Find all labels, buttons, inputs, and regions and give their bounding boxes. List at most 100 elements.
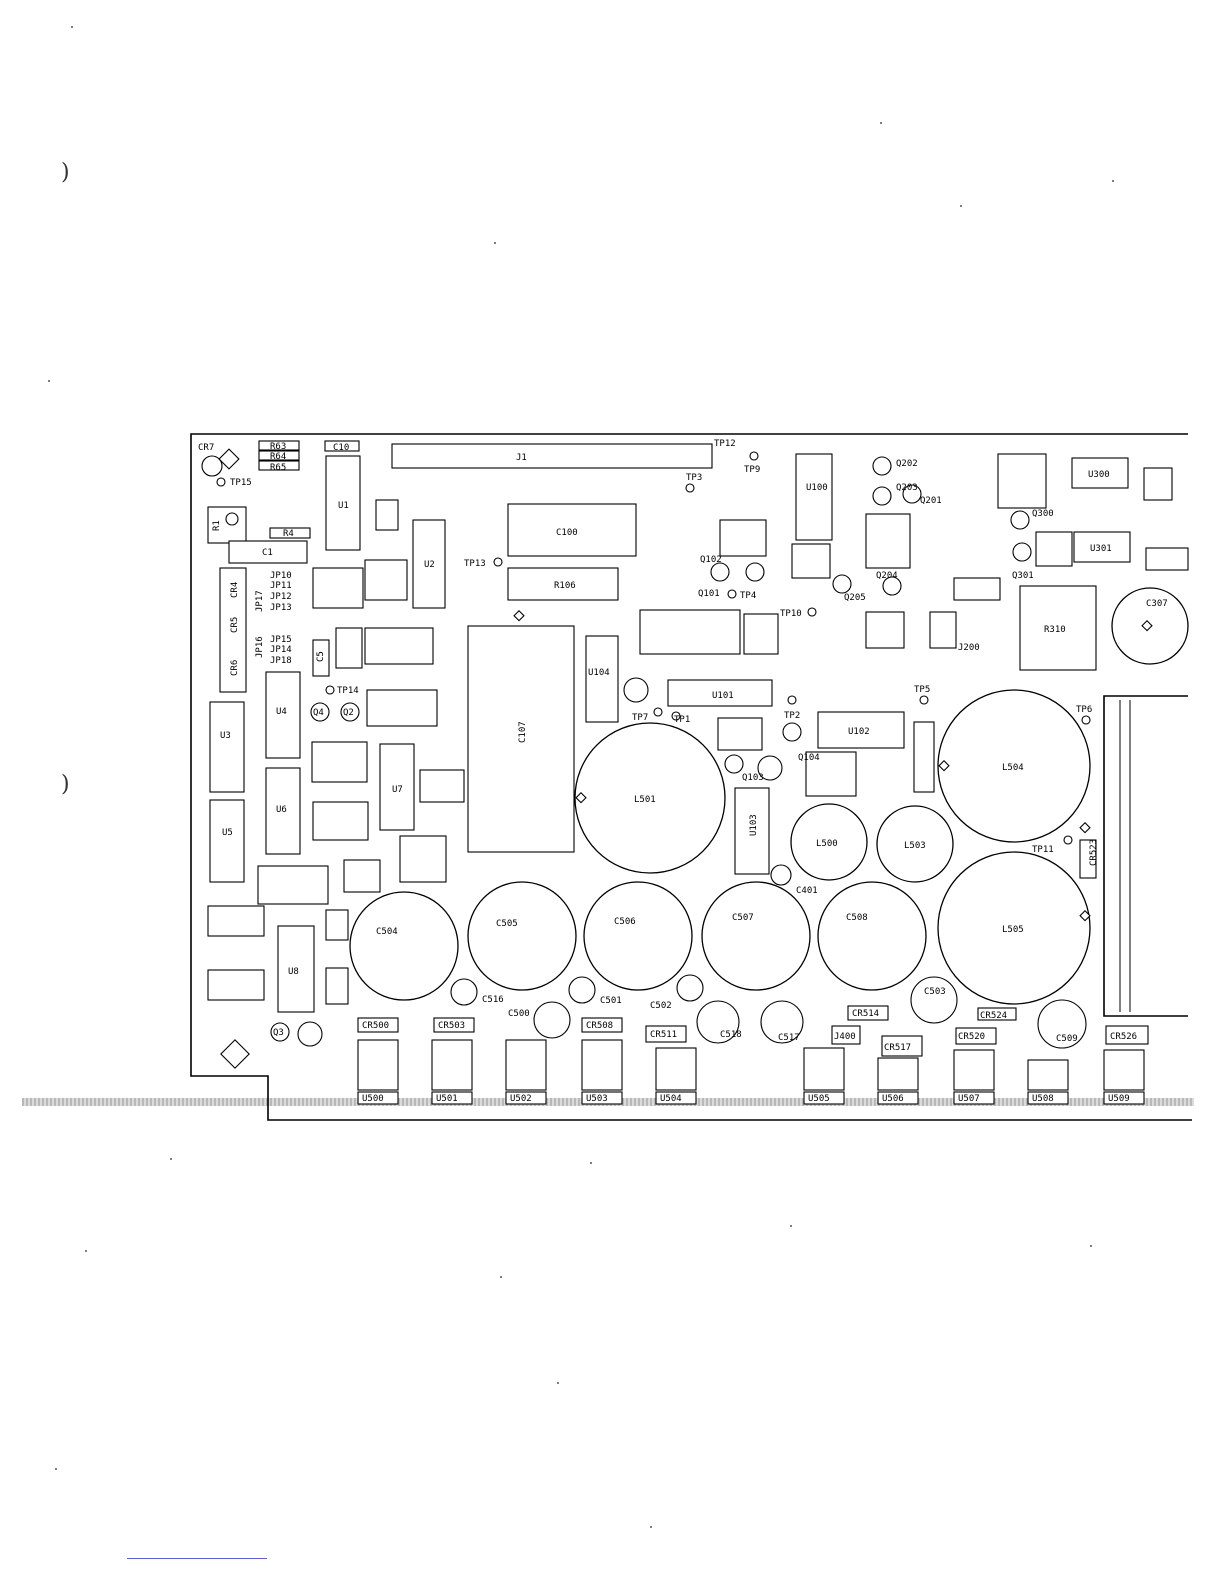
svg-text:U502: U502 xyxy=(510,1094,532,1104)
svg-text:JP17: JP17 xyxy=(255,590,265,612)
c507-capacitor xyxy=(701,881,811,991)
svg-text:C509: C509 xyxy=(1056,1034,1078,1044)
svg-text:JP16: JP16 xyxy=(255,636,265,658)
svg-text:R4: R4 xyxy=(283,529,294,539)
svg-text:Q204: Q204 xyxy=(876,571,898,581)
svg-text:CR511: CR511 xyxy=(650,1030,677,1040)
svg-text:CR526: CR526 xyxy=(1110,1032,1137,1042)
svg-text:R1: R1 xyxy=(212,520,222,531)
svg-text:TP12: TP12 xyxy=(714,439,736,449)
cr7-component xyxy=(201,455,223,477)
svg-text:L500: L500 xyxy=(816,839,838,849)
l505-inductor xyxy=(937,851,1091,1005)
u301-ic xyxy=(1073,531,1131,563)
cr-column xyxy=(219,567,247,693)
small-capacitors: C516 C501 C502 C518 C517 C503 C509 C500 xyxy=(450,974,1087,1049)
svg-text:U508: U508 xyxy=(1032,1094,1054,1104)
svg-text:TP13: TP13 xyxy=(464,559,486,569)
svg-text:CR4: CR4 xyxy=(230,582,240,598)
svg-text:TP7: TP7 xyxy=(632,713,648,723)
j1-connector xyxy=(391,443,713,469)
svg-text:Q201: Q201 xyxy=(920,496,942,506)
svg-text:U505: U505 xyxy=(808,1094,830,1104)
resistor-clusters xyxy=(207,453,1189,1005)
svg-text:C508: C508 xyxy=(846,913,868,923)
svg-text:Q104: Q104 xyxy=(798,753,820,763)
u101-ic xyxy=(667,679,773,707)
svg-text:U5: U5 xyxy=(222,828,233,838)
svg-text:U3: U3 xyxy=(220,731,231,741)
svg-text:C504: C504 xyxy=(376,927,398,937)
svg-text:TP14: TP14 xyxy=(337,686,359,696)
svg-text:U103: U103 xyxy=(749,814,759,836)
svg-text:C503: C503 xyxy=(924,987,946,997)
svg-text:JP18: JP18 xyxy=(270,656,292,666)
r1-pot xyxy=(207,506,247,544)
svg-text:TP4: TP4 xyxy=(740,591,756,601)
svg-text:C505: C505 xyxy=(496,919,518,929)
svg-text:TP3: TP3 xyxy=(686,473,702,483)
svg-text:C307: C307 xyxy=(1146,599,1168,609)
r106-resistor xyxy=(507,567,619,601)
svg-text:TP2: TP2 xyxy=(784,711,800,721)
svg-text:R63: R63 xyxy=(270,442,286,452)
svg-text:CR6: CR6 xyxy=(230,660,240,676)
u104-ic xyxy=(585,635,619,723)
svg-text:U503: U503 xyxy=(586,1094,608,1104)
svg-text:U506: U506 xyxy=(882,1094,904,1104)
svg-text:U504: U504 xyxy=(660,1094,682,1104)
svg-text:CR514: CR514 xyxy=(852,1009,879,1019)
svg-text:C506: C506 xyxy=(614,917,636,927)
l501-inductor xyxy=(574,722,726,874)
svg-text:Q300: Q300 xyxy=(1032,509,1054,519)
svg-text:CR520: CR520 xyxy=(958,1032,985,1042)
c107-capacitor xyxy=(467,625,575,853)
svg-text:U501: U501 xyxy=(436,1094,458,1104)
svg-text:CR517: CR517 xyxy=(884,1043,911,1053)
board-outline xyxy=(190,433,1192,1121)
tp14-label: TP15 xyxy=(230,478,252,488)
svg-text:TP5: TP5 xyxy=(914,685,930,695)
c508-capacitor xyxy=(817,881,927,991)
svg-text:JP12: JP12 xyxy=(270,592,292,602)
svg-text:C100: C100 xyxy=(556,528,578,538)
u1-ic xyxy=(325,455,361,551)
cr7-label: CR7 xyxy=(198,443,214,453)
svg-text:J200: J200 xyxy=(958,643,980,653)
pin-markers xyxy=(513,609,1153,922)
svg-text:C517: C517 xyxy=(778,1033,800,1043)
svg-text:TP11: TP11 xyxy=(1032,845,1054,855)
svg-text:U6: U6 xyxy=(276,805,287,815)
svg-text:U102: U102 xyxy=(848,727,870,737)
u100-ic xyxy=(795,453,833,541)
svg-text:Q103: Q103 xyxy=(742,773,764,783)
u6-ic xyxy=(265,767,301,855)
svg-text:U100: U100 xyxy=(806,483,828,493)
svg-text:U500: U500 xyxy=(362,1094,384,1104)
svg-text:C518: C518 xyxy=(720,1030,742,1040)
c1-capacitor xyxy=(228,540,308,564)
c506-capacitor xyxy=(583,881,693,991)
test-points: TP1 TP2 TP3 TP4 TP5 TP6 TP7 TP9 TP10 TP1… xyxy=(325,439,1092,855)
svg-text:Q102: Q102 xyxy=(700,555,722,565)
u5-ic xyxy=(209,799,245,883)
u102-ic xyxy=(817,711,905,749)
r310-resistor xyxy=(1019,585,1097,671)
u300-ic xyxy=(1071,457,1129,489)
svg-text:U2: U2 xyxy=(424,560,435,570)
svg-text:U7: U7 xyxy=(392,785,403,795)
c505-capacitor xyxy=(467,881,577,991)
svg-text:L503: L503 xyxy=(904,841,926,851)
svg-text:U4: U4 xyxy=(276,707,287,717)
svg-text:TP1: TP1 xyxy=(674,715,690,725)
svg-text:Q2: Q2 xyxy=(343,708,354,718)
svg-text:R65: R65 xyxy=(270,463,286,473)
svg-text:TP6: TP6 xyxy=(1076,705,1092,715)
svg-text:CR524: CR524 xyxy=(980,1011,1007,1021)
svg-text:Q4: Q4 xyxy=(313,708,324,718)
svg-text:JP15: JP15 xyxy=(270,635,292,645)
svg-text:U8: U8 xyxy=(288,967,299,977)
round-components: L501 L504 L505 L500 L503 C307 C504 C505 … xyxy=(349,587,1189,1005)
svg-text:C507: C507 xyxy=(732,913,754,923)
